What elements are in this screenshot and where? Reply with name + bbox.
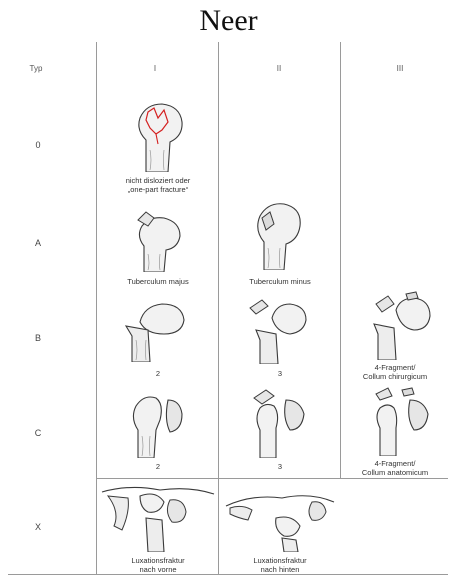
header-col-ii: II — [254, 64, 304, 73]
caption-x1: Luxationsfraktur nach vorne — [100, 556, 216, 574]
dislocation-figure-x1 — [100, 482, 216, 552]
row-label-c: C — [18, 428, 58, 438]
caption-a1: Tuberculum majus — [100, 277, 216, 286]
humerus-figure-b1 — [122, 296, 194, 362]
caption-0: nicht disloziert oder „one-part fracture… — [100, 176, 216, 194]
humerus-figure-c3 — [366, 386, 436, 456]
dislocation-figure-x2 — [222, 484, 338, 552]
grid-line-x — [96, 478, 448, 479]
diagram-title: Neer — [0, 4, 457, 38]
caption-b1: 2 — [100, 369, 216, 378]
row-label-b: B — [18, 333, 58, 343]
header-typ: Typ — [16, 64, 56, 73]
row-label-a: A — [18, 238, 58, 248]
grid-line-3 — [340, 42, 341, 478]
humerus-figure-a1 — [130, 210, 186, 272]
caption-c3: 4-Fragment/ Collum anatomicum — [342, 459, 448, 477]
caption-b3: 4-Fragment/ Collum chirurgicum — [342, 363, 448, 381]
row-label-0: 0 — [18, 140, 58, 150]
humerus-figure-a2 — [250, 198, 306, 270]
humerus-figure-c2 — [246, 388, 312, 458]
humerus-figure-b3 — [366, 290, 436, 360]
grid-line-2 — [218, 42, 219, 574]
grid-line-1 — [96, 42, 97, 574]
caption-c2: 3 — [222, 462, 338, 471]
header-col-i: I — [130, 64, 180, 73]
humerus-figure-b2 — [246, 294, 312, 364]
row-label-x: X — [18, 522, 58, 532]
caption-c1: 2 — [100, 462, 216, 471]
header-col-iii: III — [375, 64, 425, 73]
caption-b2: 3 — [222, 369, 338, 378]
grid-line-bottom — [8, 574, 448, 575]
caption-a2: Tuberculum minus — [222, 277, 338, 286]
humerus-figure-c1 — [124, 390, 190, 458]
caption-x2: Luxationsfraktur nach hinten — [222, 556, 338, 574]
humerus-figure-0 — [128, 100, 188, 172]
